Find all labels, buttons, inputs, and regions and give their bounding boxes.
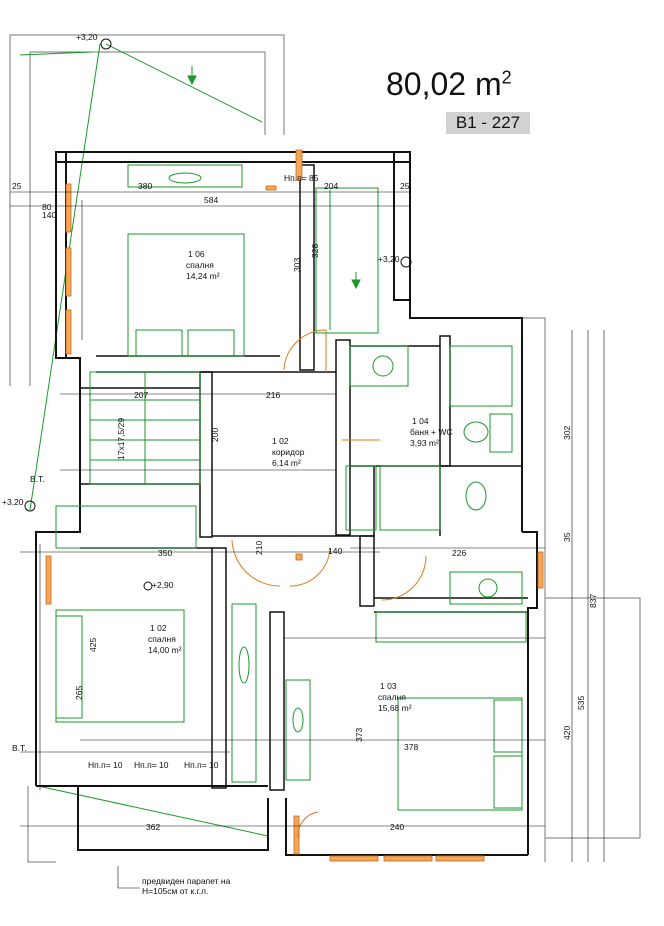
sill-label-1: Нп.п= 85 <box>284 173 319 183</box>
dim-text: 425 <box>88 638 98 652</box>
level-marker-icon <box>24 500 36 512</box>
dim-text: 35 <box>562 532 572 542</box>
dim-text: 373 <box>354 728 364 742</box>
terrace-right <box>27 317 641 863</box>
dim-text: 240 <box>390 822 404 832</box>
area-title: 80,02 m2 <box>386 66 512 103</box>
windows <box>45 149 544 862</box>
room-3-area: 3,93 m² <box>410 438 439 448</box>
dim-text: 140 <box>42 210 56 220</box>
dim-text: 25 <box>400 181 410 191</box>
parapet-note-line2: H=105см от к.г.л. <box>142 886 208 896</box>
room-2-name: коридор <box>272 447 305 457</box>
dim-text: 210 <box>254 541 264 555</box>
bt-label-2: B.T. <box>12 743 27 753</box>
notes: 17x17,5/29 B.T. B.T. предвиден парапет н… <box>12 418 231 896</box>
level-marker-icon <box>143 581 153 591</box>
dim-text: 207 <box>134 390 148 400</box>
level-marker-icon <box>400 256 412 268</box>
room-5-number: 1 03 <box>380 681 397 691</box>
sill-label-3: Нп.п= 10 <box>134 760 169 770</box>
terrace-top-left <box>9 34 285 386</box>
room-3-name: баня + WC <box>410 427 453 437</box>
stair-note: 17x17,5/29 <box>116 418 126 460</box>
parapet-note-line1: предвиден парапет на <box>142 876 231 886</box>
furniture <box>55 164 527 811</box>
room-1-number: 1 06 <box>188 249 205 259</box>
level-label-1: +3,20 <box>76 32 98 42</box>
room-5-name: спалня <box>378 692 406 702</box>
level-marker-icon <box>100 38 112 50</box>
level-label-4: +2,90 <box>152 580 174 590</box>
level-label-2: +3,20 <box>378 254 400 264</box>
level-markers: +3,20 +3,20 +3,20 +2,90 <box>2 32 412 591</box>
room-2-area: 6,14 m² <box>272 458 301 468</box>
sill-label-4: Нп.п= 10 <box>184 760 219 770</box>
interior-walls <box>80 164 528 791</box>
dim-text: 535 <box>576 696 586 710</box>
room-3-number: 1 04 <box>412 416 429 426</box>
unit-code-badge: B1 - 227 <box>446 112 530 134</box>
dim-text: 584 <box>204 195 218 205</box>
doors <box>231 329 427 839</box>
room-2-number: 1 02 <box>272 436 289 446</box>
dim-text: 302 <box>562 426 572 440</box>
dim-text: 378 <box>404 742 418 752</box>
dim-text: 80 <box>42 202 52 212</box>
dim-text: 420 <box>562 726 572 740</box>
dim-text: 380 <box>138 181 152 191</box>
slope-arrows <box>187 66 361 290</box>
arrow-down-icon <box>351 279 361 290</box>
dim-text: 837 <box>588 594 598 608</box>
room-1-area: 14,24 m² <box>186 271 220 281</box>
dim-text: 362 <box>146 822 160 832</box>
dim-text: 200 <box>210 428 220 442</box>
room-labels: 1 06 спалня 14,24 m² 1 02 коридор 6,14 m… <box>148 249 453 713</box>
dim-text: 265 <box>74 686 84 700</box>
room-5-area: 15,68 m² <box>378 703 412 713</box>
dimension-texts: 25 380 204 25 584 80 140 303 328 207 216… <box>12 181 598 832</box>
sill-label-2: Нп.п= 10 <box>88 760 123 770</box>
dim-text: 25 <box>12 181 22 191</box>
arrow-down-icon <box>187 75 197 86</box>
dim-text: 140 <box>328 546 342 556</box>
dimension-lines <box>10 191 605 862</box>
dim-text: 303 <box>292 258 302 272</box>
bt-label-1: B.T. <box>30 474 45 484</box>
room-4-area: 14,00 m² <box>148 645 182 655</box>
dim-text: 204 <box>324 181 338 191</box>
area-unit-superscript: 2 <box>501 67 512 88</box>
room-1-name: спалня <box>186 260 214 270</box>
area-value: 80,02 m <box>386 66 502 102</box>
dim-text: 226 <box>452 548 466 558</box>
dim-text: 216 <box>266 390 280 400</box>
dim-text: 328 <box>310 244 320 258</box>
level-label-3: +3,20 <box>2 497 24 507</box>
room-4-number: 1 02 <box>150 623 167 633</box>
dim-text: 350 <box>158 548 172 558</box>
sill-labels: Нп.п= 85 Нп.п= 10 Нп.п= 10 Нп.п= 10 <box>88 173 319 770</box>
room-4-name: спалня <box>148 634 176 644</box>
